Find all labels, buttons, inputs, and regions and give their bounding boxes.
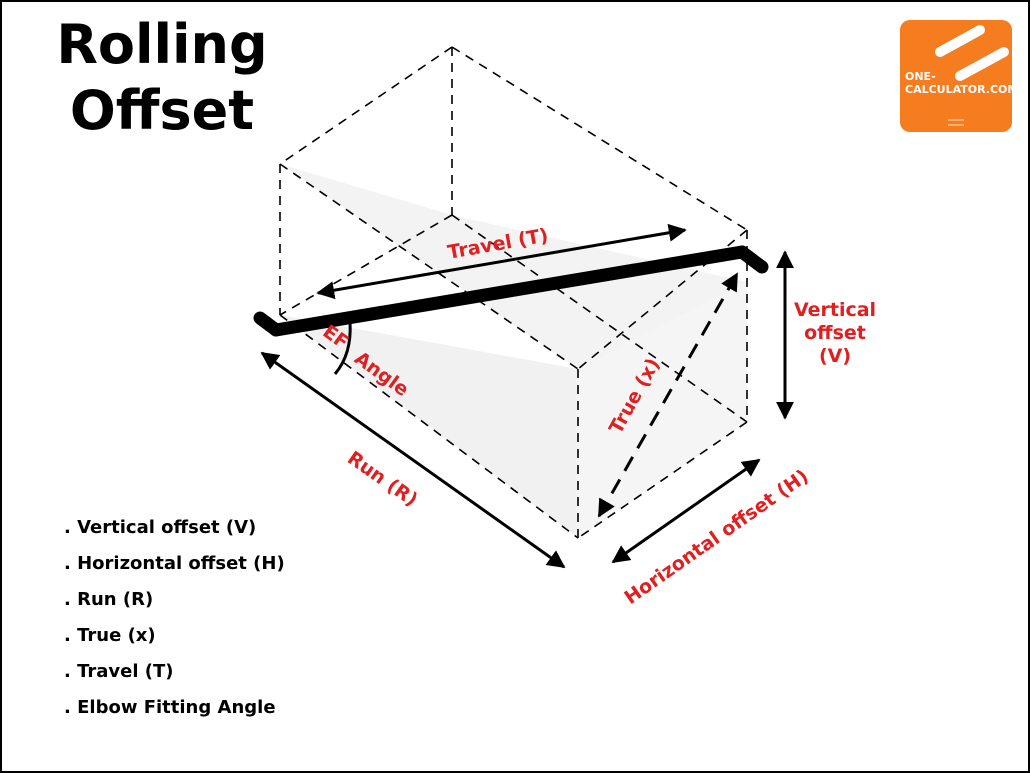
true-arrow <box>597 272 739 518</box>
legend-item: . Travel (T) <box>64 661 174 682</box>
legend-item: . Vertical offset (V) <box>64 517 257 538</box>
logo-slash-icon <box>935 25 1009 126</box>
vertical-offset-label-1: Vertical <box>794 299 876 321</box>
legend-item: . Run (R) <box>64 589 154 610</box>
vertical-offset-label-3: (V) <box>819 345 851 367</box>
logo-text-line-1: ONE- <box>905 70 936 83</box>
title-line-2: Offset <box>69 79 255 142</box>
run-arrow <box>260 351 566 569</box>
logo-text: ONE- CALCULATOR.COM <box>905 70 1012 96</box>
brand-logo[interactable]: ONE- CALCULATOR.COM <box>900 20 1012 132</box>
legend-item: . Horizontal offset (H) <box>64 553 285 574</box>
logo-text-line-2: CALCULATOR.COM <box>905 83 1012 96</box>
page-title: Rolling Offset <box>32 12 292 144</box>
legend-item: . Elbow Fitting Angle <box>64 697 276 718</box>
vertical-offset-label-2: offset <box>804 322 866 344</box>
travel-arrow <box>316 223 687 300</box>
legend-list: . Vertical offset (V) . Horizontal offse… <box>64 514 285 730</box>
title-line-1: Rolling <box>56 13 268 76</box>
legend-item: . True (x) <box>64 625 156 646</box>
pipe-end <box>735 245 769 274</box>
ef-angle-arc <box>333 321 352 375</box>
